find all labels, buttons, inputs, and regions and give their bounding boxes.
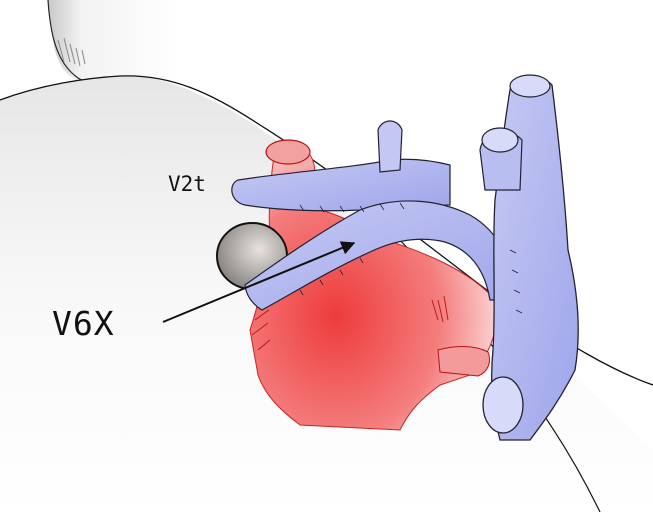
label-v6x: V6X [52,304,115,343]
vein-opening-bottom [483,377,523,433]
artery-branch-right [438,346,490,376]
vein-branch-top [378,121,402,172]
vein-opening-upper [482,128,518,152]
label-v2t: V2t [168,172,206,196]
head-silhouette [48,0,178,88]
vein-opening-top [510,75,550,97]
artery-stump-top [266,140,310,164]
